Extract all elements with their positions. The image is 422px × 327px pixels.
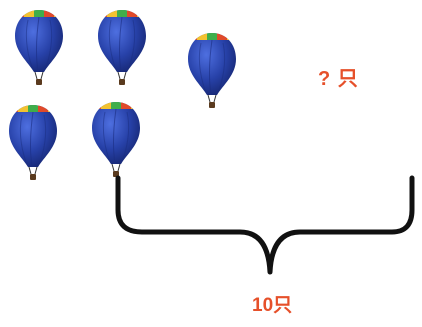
unknown-count-label: ? 只 xyxy=(318,68,359,90)
total-count-label: 10只 xyxy=(252,295,293,316)
